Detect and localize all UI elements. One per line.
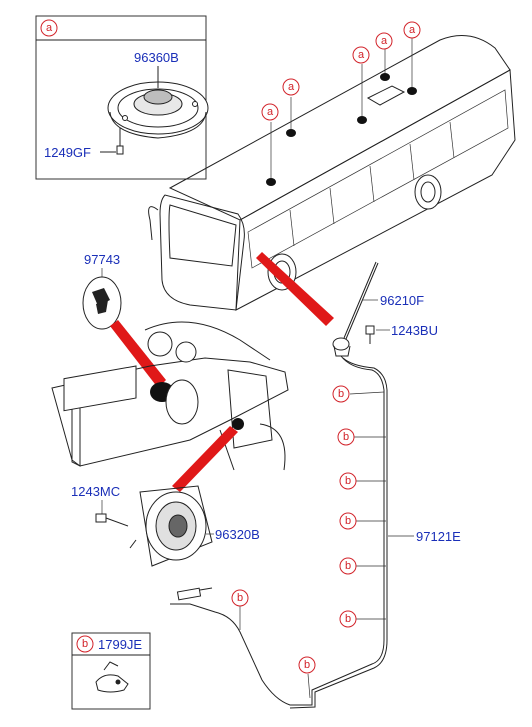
antenna-cable	[170, 355, 388, 709]
legend-box-b: b 1799JE	[71, 632, 151, 710]
callout-a: a	[288, 81, 295, 93]
antenna-drawing	[332, 261, 379, 357]
callout-b: b	[345, 475, 351, 487]
part-label-96320B: 96320B	[215, 527, 260, 542]
part-label-1249GF: 1249GF	[44, 145, 91, 160]
roof-speaker-markers	[266, 73, 417, 186]
bolt-1243BU	[365, 325, 375, 344]
callout-b: b	[345, 515, 351, 527]
screw-1249GF	[100, 128, 124, 155]
callout-a: a	[358, 49, 365, 61]
legend-a-callout: a	[46, 22, 53, 34]
roof-callouts: a a a a a	[261, 21, 421, 121]
cable-clip-drawing	[95, 661, 129, 693]
red-leader-antenna	[256, 252, 334, 326]
cable-clip-ticks	[239, 391, 386, 699]
part-label-96360B: 96360B	[134, 50, 179, 65]
red-leader-speaker	[172, 426, 238, 492]
callout-a: a	[409, 24, 416, 36]
door-speaker-drawing	[129, 485, 213, 567]
part-label-97121E: 97121E	[416, 529, 461, 544]
dashboard-drawing	[51, 321, 289, 471]
red-leader-mirror	[110, 320, 166, 388]
callout-b: b	[338, 388, 344, 400]
callout-b: b	[343, 431, 349, 443]
part-label-96210F: 96210F	[380, 293, 424, 308]
part-label-1243BU: 1243BU	[391, 323, 438, 338]
callout-b: b	[237, 592, 243, 604]
bus-drawing	[148, 35, 516, 311]
callout-b: b	[304, 659, 310, 671]
legend-box-a: a 96360B 1249GF	[35, 15, 209, 180]
mirror-drawing	[82, 276, 122, 330]
callout-b: b	[345, 560, 351, 572]
part-label-1243MC: 1243MC	[71, 484, 120, 499]
roof-speaker-drawing	[107, 66, 209, 139]
cable-callouts: b b b b b b b b	[231, 385, 357, 674]
bolt-1243MC	[95, 513, 129, 527]
callout-a: a	[267, 106, 274, 118]
callout-b: b	[345, 613, 351, 625]
legend-b-callout: b	[82, 638, 88, 650]
part-label-97743: 97743	[84, 252, 120, 267]
callout-a: a	[381, 35, 388, 47]
part-label-1799JE: 1799JE	[98, 637, 142, 652]
